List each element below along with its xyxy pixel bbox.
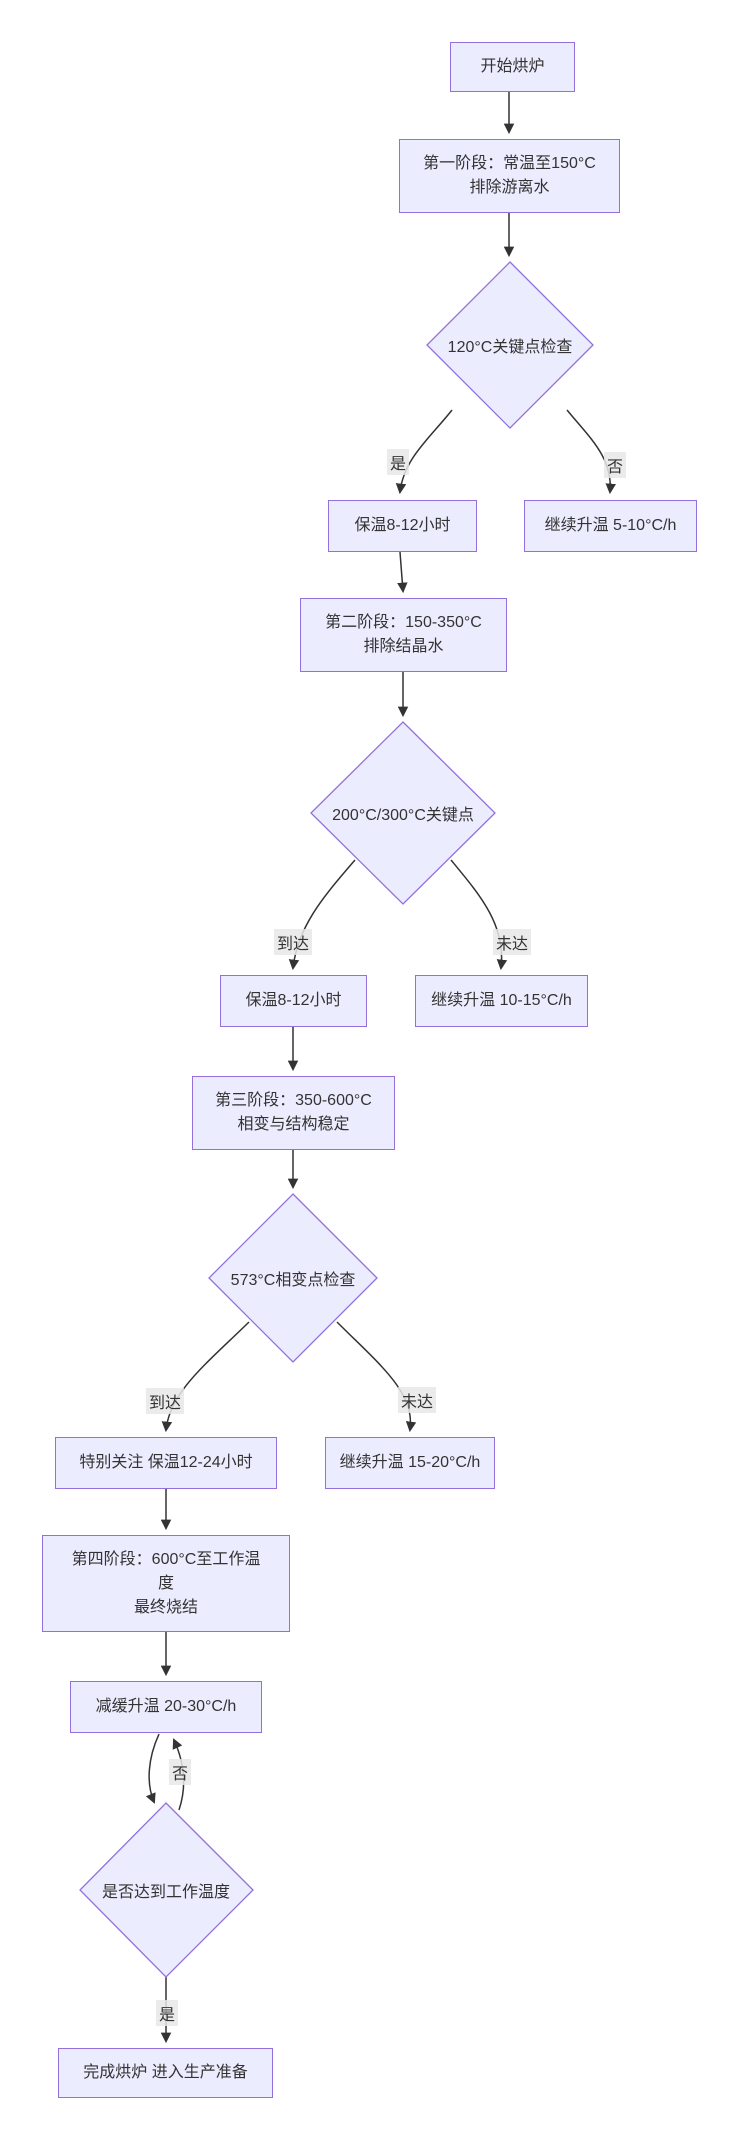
node-start-label: 开始烘炉 (480, 58, 545, 75)
node-finish: 完成烘炉 进入生产准备 (58, 2048, 273, 2098)
edge-label-no-4: 否 (168, 1759, 192, 1785)
node-stage4-line3: 最终烧结 (133, 1598, 198, 1616)
arrow-check120-no-to-heat1 (566, 409, 616, 495)
edge-label-miss-3: 未达 (397, 1387, 437, 1413)
node-slow-heating-label: 减缓升温 20-30°C/h (95, 1698, 237, 1715)
decision-200-300c-label: 200°C/300°C关键点 (332, 807, 474, 824)
edge-label-no-1: 否 (603, 452, 627, 478)
node-slow-heating: 减缓升温 20-30°C/h (70, 1681, 262, 1733)
node-stage3: 第三阶段：350-600°C 相变与结构稳定 (192, 1076, 395, 1150)
node-hold2: 保温8-12小时 (220, 975, 367, 1027)
decision-120c-check-shape (426, 261, 594, 429)
node-heat1: 继续升温 5-10°C/h (524, 500, 697, 552)
arrow-check573-reach-to-hold3 (161, 1321, 250, 1433)
node-stage2-line2: 排除结晶水 (363, 638, 444, 655)
node-hold3-label: 特别关注 保温12-24小时 (79, 1454, 253, 1471)
edge-label-reach-2: 到达 (273, 929, 313, 955)
arrow-hold1-to-stage2 (397, 551, 408, 594)
node-stage4-line2: 度 (157, 1574, 174, 1592)
node-stage3-line2: 相变与结构稳定 (237, 1116, 350, 1133)
decision-work-temp-label: 是否达到工作温度 (101, 1884, 231, 1901)
edge-label-miss-2: 未达 (492, 929, 532, 955)
decision-work-temp-shape (79, 1802, 254, 1978)
node-stage2: 第二阶段：150-350°C 排除结晶水 (300, 598, 507, 672)
node-stage1-line1: 第一阶段：常温至150°C (423, 155, 596, 172)
decision-120c-check-label: 120°C关键点检查 (447, 339, 573, 356)
node-heat2-label: 继续升温 10-15°C/h (431, 992, 572, 1009)
node-heat3-label: 继续升温 15-20°C/h (339, 1454, 481, 1471)
node-start: 开始烘炉 (450, 42, 575, 92)
edge-label-yes-1: 是 (386, 449, 410, 475)
decision-573c-label: 573°C相变点检查 (230, 1272, 356, 1289)
arrow-check120-yes-to-hold1 (395, 409, 453, 495)
node-hold1: 保温8-12小时 (328, 500, 477, 552)
node-heat1-label: 继续升温 5-10°C/h (544, 517, 677, 534)
node-heat3: 继续升温 15-20°C/h (325, 1437, 495, 1489)
decision-200-300c-shape (310, 721, 496, 905)
node-stage1-line2: 排除游离水 (469, 179, 550, 196)
node-finish-label: 完成烘炉 进入生产准备 (83, 2064, 248, 2081)
edge-label-reach-3: 到达 (145, 1388, 185, 1414)
arrow-check573-miss-to-heat3 (336, 1321, 417, 1433)
node-stage4: 第四阶段：600°C至工作温 度 最终烧结 (42, 1535, 290, 1632)
node-stage3-line1: 第三阶段：350-600°C (215, 1092, 372, 1109)
node-stage1: 第一阶段：常温至150°C 排除游离水 (399, 139, 620, 213)
arrow-slow-to-checkwork (145, 1733, 160, 1804)
node-stage4-line1: 第四阶段：600°C至工作温 (71, 1550, 261, 1568)
edge-label-yes-4: 是 (155, 2000, 179, 2026)
node-hold1-label: 保温8-12小时 (354, 517, 451, 534)
decision-573c-shape (208, 1193, 378, 1363)
node-hold2-label: 保温8-12小时 (245, 992, 342, 1009)
node-hold3: 特别关注 保温12-24小时 (55, 1437, 277, 1489)
node-stage2-line1: 第二阶段：150-350°C (325, 614, 482, 631)
node-heat2: 继续升温 10-15°C/h (415, 975, 588, 1027)
